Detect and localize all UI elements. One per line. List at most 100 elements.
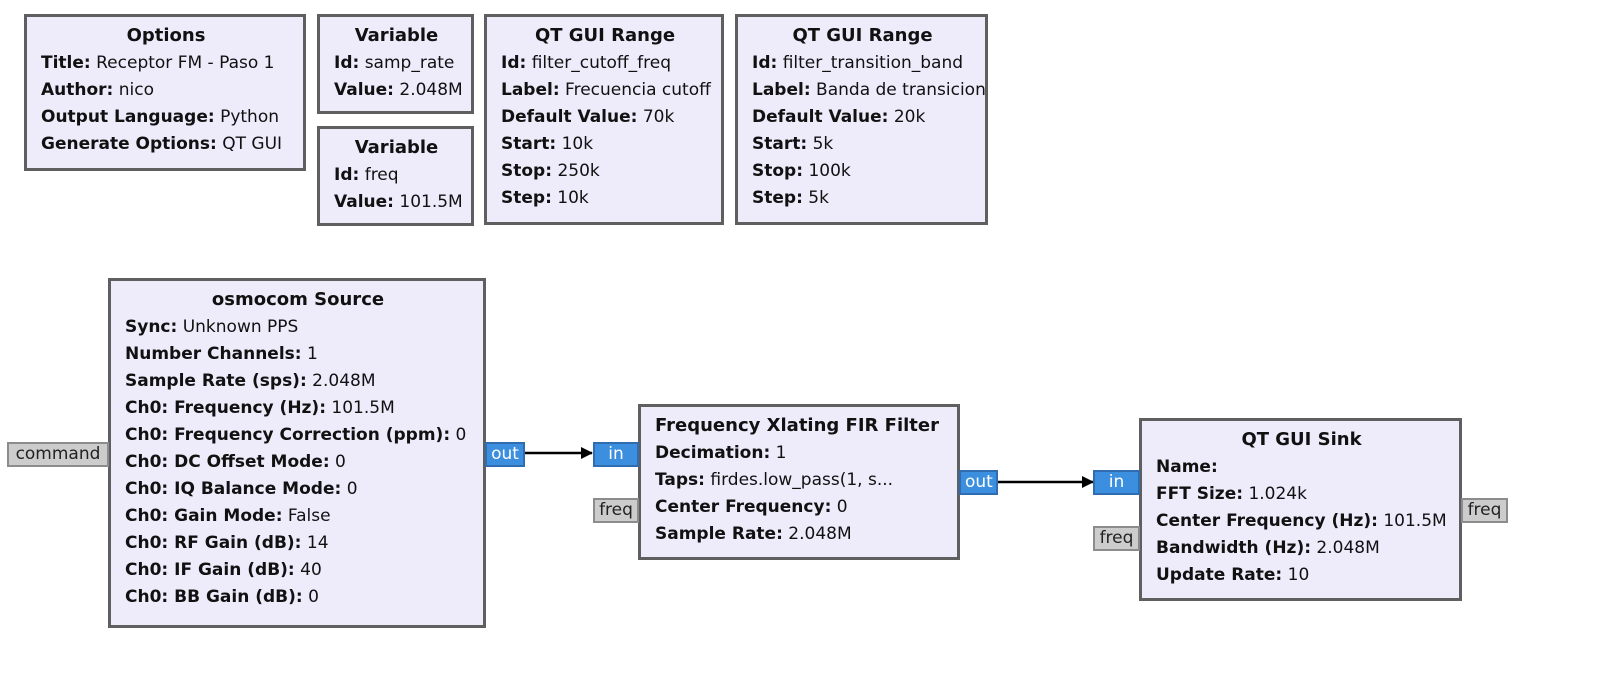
block-title: QT GUI Range [534,25,676,46]
param-key: Sync: [125,317,178,337]
param-key: Number Channels: [125,344,302,364]
param-row: Ch0: RF Gain (dB): 14 [125,530,471,557]
param-value: 5k [812,134,834,154]
param-key: Id: [334,53,360,73]
param-row: Id: filter_cutoff_freq [501,50,709,77]
param-key: FFT Size: [1156,484,1244,504]
sink-in-port[interactable]: in [1093,470,1140,495]
filter-freq-port[interactable]: freq [593,498,639,523]
param-value: 10k [561,134,594,154]
block-title: QT GUI Range [792,25,933,46]
param-key: Start: [501,134,557,154]
param-key: Name: [1156,457,1218,477]
param-row: Label: Banda de transicion [752,77,986,104]
source-command-port[interactable]: command [7,442,109,467]
param-key: Ch0: RF Gain (dB): [125,533,302,553]
param-value: 0 [836,497,848,517]
param-key: Decimation: [655,443,771,463]
block-title: Variable [354,137,439,158]
param-row: Ch0: Frequency Correction (ppm): 0 [125,422,471,449]
param-row: Id: filter_transition_band [752,50,973,77]
param-value: 10 [1287,565,1310,585]
param-row: Step: 10k [501,185,709,212]
block-title: osmocom Source [211,289,385,310]
param-value: 40 [300,560,322,580]
param-row: Ch0: BB Gain (dB): 0 [125,584,471,611]
block-title: Variable [354,25,439,46]
param-key: Center Frequency (Hz): [1156,511,1378,531]
param-key: Ch0: IQ Balance Mode: [125,479,342,499]
param-key: Value: [334,80,394,100]
param-row: Taps: firdes.low_pass(1, s... [655,467,945,494]
param-row: Ch0: DC Offset Mode: 0 [125,449,471,476]
filter-out-port[interactable]: out [959,470,998,495]
param-value: 0 [335,452,346,472]
param-value: Unknown PPS [182,317,299,337]
param-key: Output Language: [41,107,215,127]
param-row: Center Frequency (Hz): 101.5M [1156,508,1447,535]
param-value: 10k [557,188,589,208]
param-value: nico [118,80,155,100]
param-key: Ch0: DC Offset Mode: [125,452,330,472]
param-key: Stop: [501,161,553,181]
param-value: QT GUI [222,134,283,154]
param-key: Id: [334,165,360,185]
param-row: Stop: 100k [752,158,973,185]
param-row: Number Channels: 1 [125,341,471,368]
param-key: Sample Rate: [655,524,783,544]
block-title: Options [126,25,206,46]
param-value: Receptor FM - Paso 1 [96,53,275,73]
param-row: Name: [1156,454,1447,481]
param-value: samp_rate [364,53,455,73]
param-value: 2.048M [399,80,463,100]
param-value: 14 [306,533,329,553]
param-value: freq [364,165,399,185]
param-value: 1.024k [1248,484,1307,504]
param-row: Center Frequency: 0 [655,494,945,521]
param-row: Id: samp_rate [334,50,459,77]
param-value: 101.5M [331,398,395,418]
param-value: Banda de transicion [816,80,986,100]
param-row: Title: Receptor FM - Paso 1 [41,50,291,77]
param-row: FFT Size: 1.024k [1156,481,1447,508]
block-title: Frequency Xlating FIR Filter [655,415,940,436]
param-value: filter_transition_band [782,53,964,73]
param-row: Ch0: Frequency (Hz): 101.5M [125,395,471,422]
param-value: 2.048M [788,524,852,544]
param-key: Step: [501,188,552,208]
param-value: 0 [455,425,467,445]
param-row: Label: Frecuencia cutoff [501,77,711,104]
param-value: 1 [775,443,787,463]
param-row: Output Language: Python [41,104,291,131]
param-row: Ch0: IQ Balance Mode: 0 [125,476,471,503]
param-row: Step: 5k [752,185,973,212]
param-value: 100k [808,161,851,181]
param-value: 1 [306,344,318,364]
param-value: 2.048M [312,371,376,391]
param-value: 101.5M [399,192,463,212]
param-row: Bandwidth (Hz): 2.048M [1156,535,1447,562]
source-out-port[interactable]: out [485,442,525,467]
param-value: 70k [642,107,675,127]
param-key: Bandwidth (Hz): [1156,538,1312,558]
param-row: Stop: 250k [501,158,709,185]
param-key: Id: [752,53,778,73]
sink-freq-in-port[interactable]: freq [1093,526,1140,551]
filter-in-port[interactable]: in [593,442,639,467]
param-value: 101.5M [1383,511,1447,531]
sink-freq-out-port[interactable]: freq [1461,498,1508,523]
param-value: 0 [346,479,358,499]
param-key: Ch0: BB Gain (dB): [125,587,303,607]
param-value: 250k [557,161,600,181]
param-key: Value: [334,192,394,212]
param-key: Center Frequency: [655,497,832,517]
param-row: Id: freq [334,162,459,189]
